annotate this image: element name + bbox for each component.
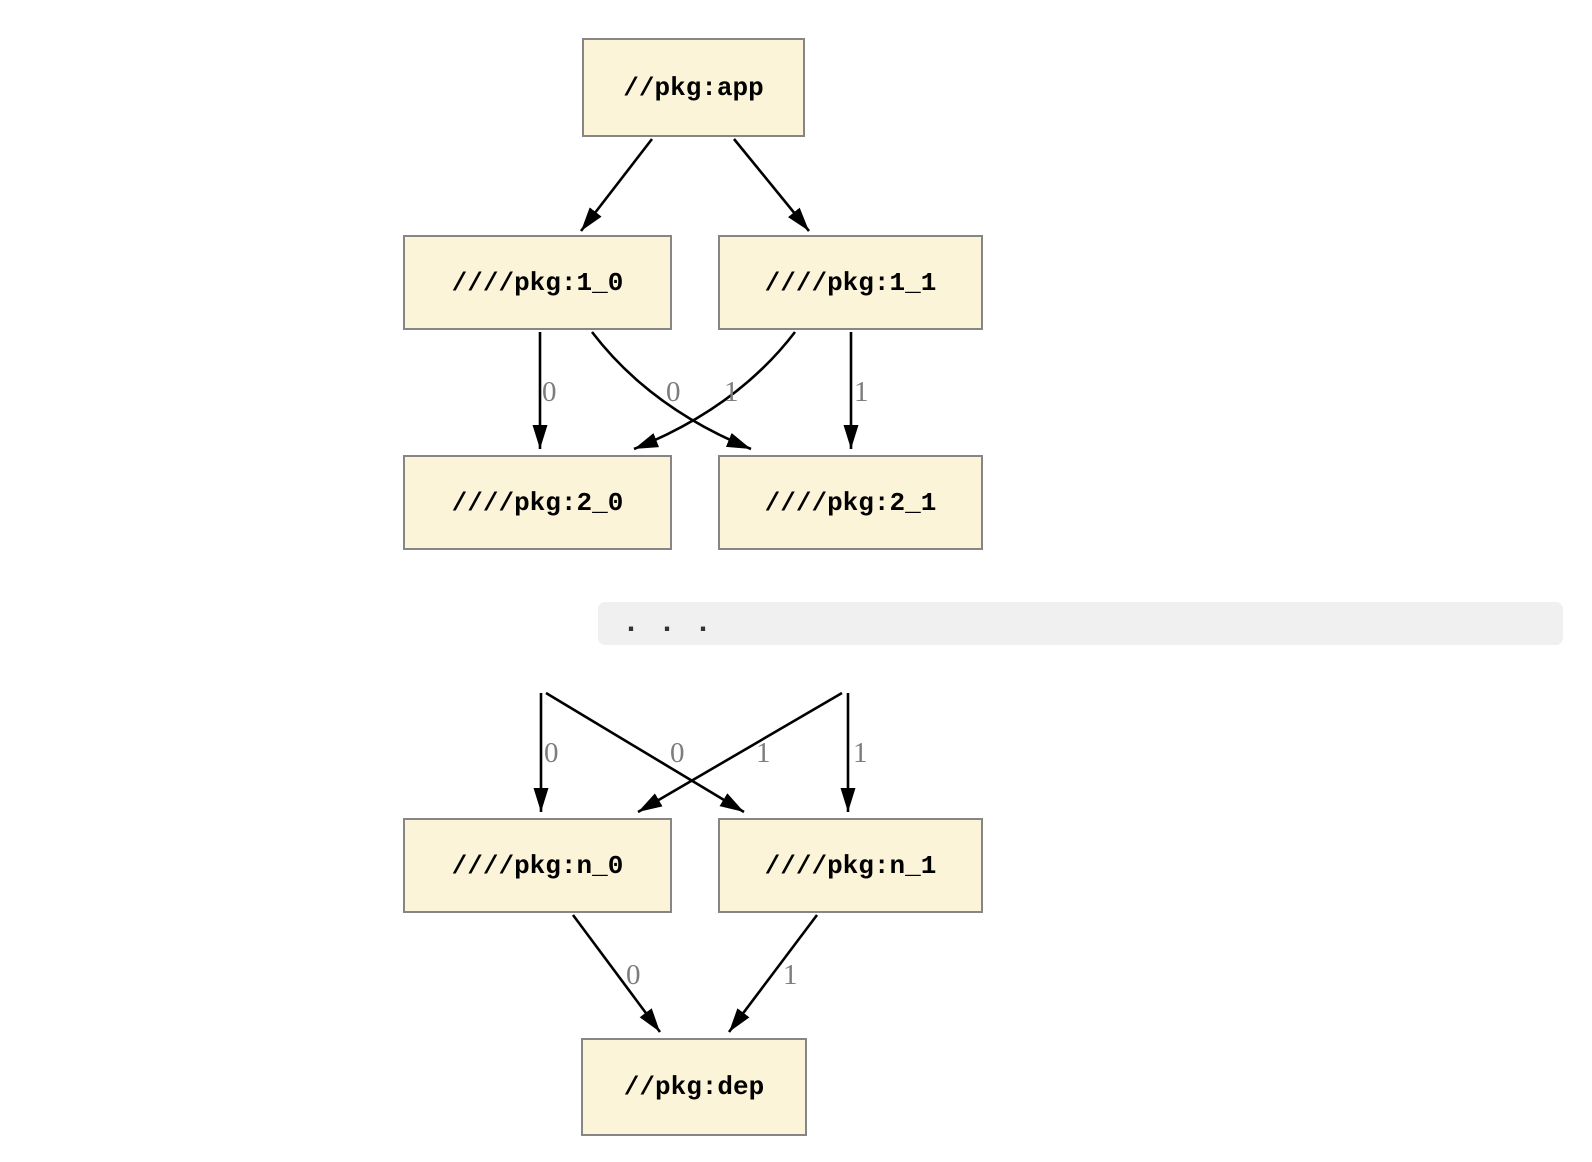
node-label: ////pkg:2_1 [764,487,937,518]
node-label: ////pkg:2_0 [451,487,624,518]
node-pkg-n-1: ////pkg:n_1 [718,818,983,913]
edge-label-to-n-0-straight: 0 [544,737,559,769]
node-label: ////pkg:n_0 [451,850,624,881]
node-pkg-app: //pkg:app [582,38,805,137]
node-pkg-2-0: ////pkg:2_0 [403,455,672,550]
node-label: //pkg:dep [623,1072,765,1102]
edge-label-1-1-to-2-0: 0 [666,376,681,408]
edge-label-to-n-1-straight: 1 [853,737,868,769]
edge-label-to-n-0-cross: 0 [670,737,685,769]
node-pkg-dep: //pkg:dep [581,1038,807,1136]
node-label: ////pkg:1_0 [451,267,624,298]
edge-label-n-0-to-dep: 0 [626,959,641,991]
node-pkg-1-0: ////pkg:1_0 [403,235,672,330]
ellipsis-text: . . . [622,607,713,641]
edge-label-1-0-to-2-0: 0 [542,376,557,408]
node-label: ////pkg:n_1 [764,850,937,881]
node-pkg-2-1: ////pkg:2_1 [718,455,983,550]
edge-label-n-1-to-dep: 1 [783,959,798,991]
node-pkg-1-1: ////pkg:1_1 [718,235,983,330]
edge-label-to-n-1-cross: 1 [756,737,771,769]
ellipsis-bar: . . . [598,602,1563,645]
node-label: //pkg:app [623,72,764,103]
edge-label-1-1-to-2-1: 1 [854,376,869,408]
node-label: ////pkg:1_1 [764,267,937,298]
node-pkg-n-0: ////pkg:n_0 [403,818,672,913]
edge-label-1-0-to-2-1: 1 [724,376,739,408]
